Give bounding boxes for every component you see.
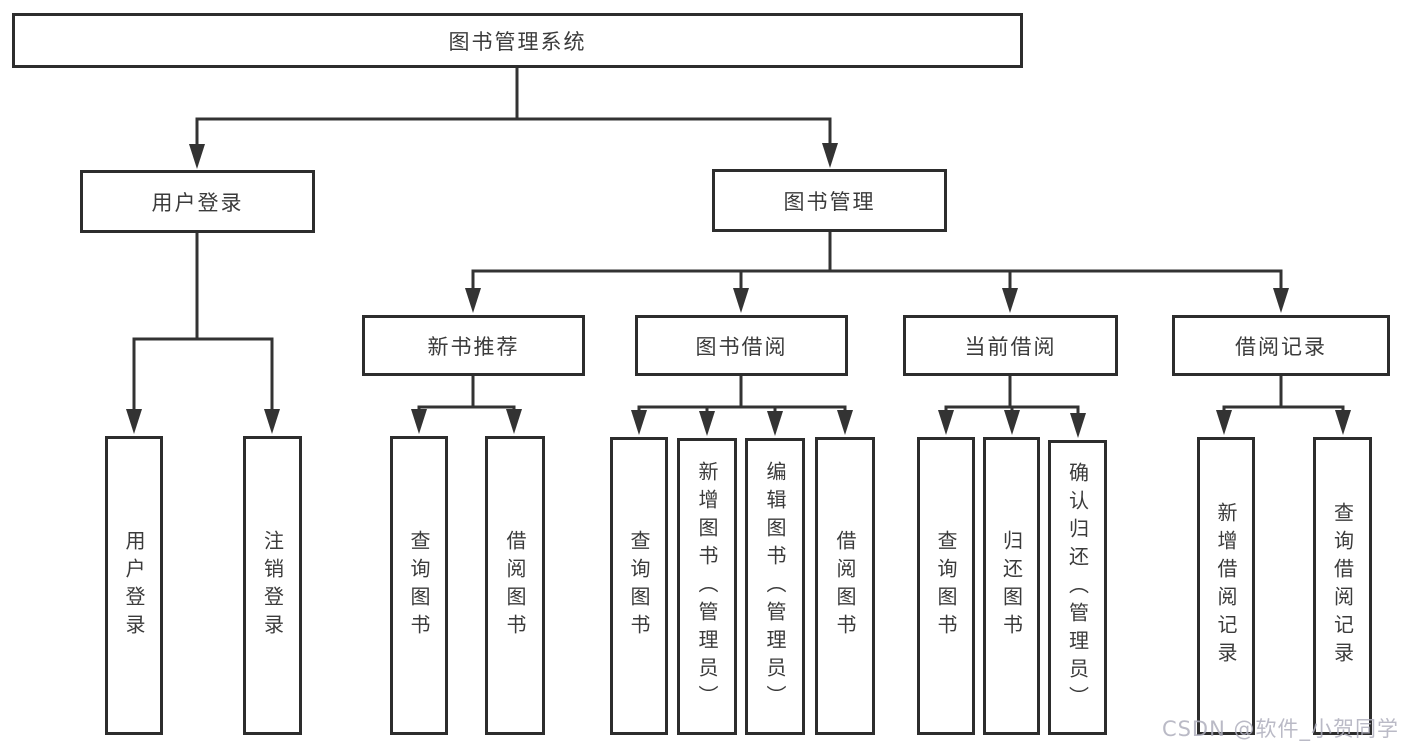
leaf-logout-label: 注销登录 <box>260 529 285 642</box>
node-book-borrow-label: 图书借阅 <box>695 334 788 359</box>
leaf-add-books-admin: 新增图书（管理员） <box>677 438 737 735</box>
arrowhead-icon <box>1004 410 1020 435</box>
arrowhead-icon <box>1273 288 1289 313</box>
node-book-management-label: 图书管理 <box>783 189 876 214</box>
node-root-label: 图书管理系统 <box>448 29 587 54</box>
leaf-return-books: 归还图书 <box>983 437 1040 735</box>
node-current-borrow-label: 当前借阅 <box>964 334 1057 359</box>
leaf-recommend-borrow-books-label: 借阅图书 <box>503 529 527 642</box>
leaf-edit-books-admin-label: 编辑图书（管理员） <box>763 460 787 713</box>
arrowhead-icon <box>699 411 715 436</box>
leaf-user-login: 用户登录 <box>105 436 163 735</box>
leaf-return-books-label: 归还图书 <box>999 530 1024 642</box>
leaf-edit-books-admin: 编辑图书（管理员） <box>745 438 805 735</box>
node-user-login-label: 用户登录 <box>151 190 244 215</box>
node-new-book-recommend: 新书推荐 <box>362 315 585 376</box>
leaf-add-borrow-record: 新增借阅记录 <box>1197 437 1255 735</box>
node-book-management: 图书管理 <box>712 169 947 232</box>
node-user-login: 用户登录 <box>80 170 315 233</box>
arrowhead-icon <box>126 409 142 434</box>
leaf-add-borrow-record-label: 新增借阅记录 <box>1214 502 1238 670</box>
leaf-user-login-label: 用户登录 <box>122 529 146 642</box>
leaf-recommend-borrow-books: 借阅图书 <box>485 436 545 735</box>
node-borrow-records: 借阅记录 <box>1172 315 1390 376</box>
arrowhead-icon <box>1070 413 1086 438</box>
node-book-borrow: 图书借阅 <box>635 315 848 376</box>
arrowhead-icon <box>411 409 427 434</box>
node-root: 图书管理系统 <box>12 13 1023 68</box>
node-new-book-recommend-label: 新书推荐 <box>427 334 520 359</box>
leaf-add-books-admin-label: 新增图书（管理员） <box>695 460 719 713</box>
arrowhead-icon <box>1335 410 1351 435</box>
leaf-confirm-return-admin: 确认归还（管理员） <box>1048 440 1107 735</box>
arrowhead-icon <box>189 144 205 169</box>
watermark: CSDN @软件_小贺同学 <box>1161 717 1399 741</box>
leaf-query-borrow-record: 查询借阅记录 <box>1313 437 1372 735</box>
leaf-borrow-query-books: 查询图书 <box>610 437 668 735</box>
arrowhead-icon <box>767 411 783 436</box>
arrowhead-icon <box>938 410 954 435</box>
leaf-query-borrow-record-label: 查询借阅记录 <box>1330 502 1355 670</box>
leaf-recommend-query-books-label: 查询图书 <box>407 529 431 642</box>
leaf-current-query-books-label: 查询图书 <box>934 530 958 642</box>
leaf-borrow-books: 借阅图书 <box>815 437 875 735</box>
arrowhead-icon <box>822 143 838 168</box>
leaf-borrow-books-label: 借阅图书 <box>833 530 857 642</box>
arrowhead-icon <box>1002 288 1018 313</box>
node-current-borrow: 当前借阅 <box>903 315 1118 376</box>
leaf-confirm-return-admin-label: 确认归还（管理员） <box>1065 461 1090 714</box>
leaf-current-query-books: 查询图书 <box>917 437 975 735</box>
node-borrow-records-label: 借阅记录 <box>1235 334 1327 359</box>
arrowhead-icon <box>506 409 522 434</box>
leaf-logout: 注销登录 <box>243 436 302 735</box>
arrowhead-icon <box>733 288 749 313</box>
arrowhead-icon <box>837 410 853 435</box>
arrowhead-icon <box>264 409 280 434</box>
arrowhead-icon <box>1216 410 1232 435</box>
leaf-borrow-query-books-label: 查询图书 <box>627 530 651 642</box>
arrowhead-icon <box>631 410 647 435</box>
leaf-recommend-query-books: 查询图书 <box>390 436 448 735</box>
arrowhead-icon <box>465 288 481 313</box>
